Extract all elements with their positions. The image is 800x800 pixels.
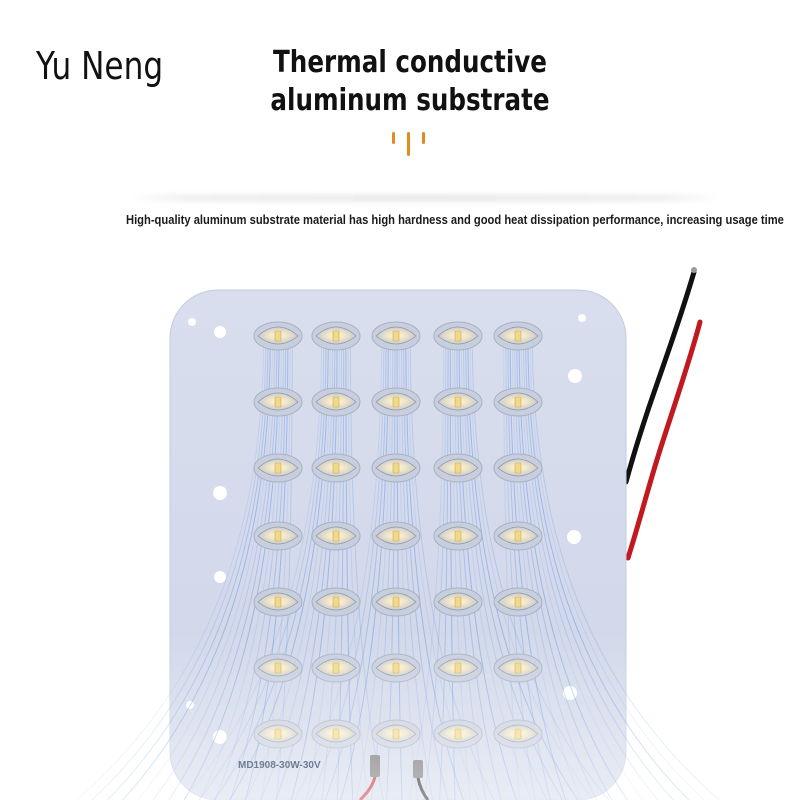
led-chip [311,453,361,483]
led-chip [253,321,303,351]
led-chip [433,453,483,483]
led-chip [433,321,483,351]
led-chip [253,453,303,483]
led-chip [371,521,421,551]
led-chip [433,587,483,617]
led-chip [371,587,421,617]
red-wire [625,319,703,561]
led-chip [371,387,421,417]
led-chip [493,521,543,551]
led-chip [311,587,361,617]
brand-name: Yu Neng [36,44,164,88]
led-chip [371,453,421,483]
led-chip [493,587,543,617]
blurred-text-row [130,194,720,202]
led-chip [493,321,543,351]
heading-line-1: Thermal conductive [273,45,547,80]
led-chip [253,521,303,551]
black-wire [623,269,697,485]
led-chip [311,387,361,417]
product-image: MD1908-30W-30V [0,250,800,800]
led-chip [433,521,483,551]
led-chip [311,521,361,551]
led-chip [493,453,543,483]
led-chip [493,387,543,417]
heading-line-2: aluminum substrate [270,83,550,118]
led-chip [311,321,361,351]
led-chip [433,387,483,417]
accent-marks-icon [392,132,425,156]
description-text: High-quality aluminum substrate material… [126,212,784,227]
led-chip [371,321,421,351]
board-model-label: MD1908-30W-30V [238,760,321,771]
led-board-illustration [0,267,800,800]
led-chip [253,387,303,417]
led-chip [253,587,303,617]
